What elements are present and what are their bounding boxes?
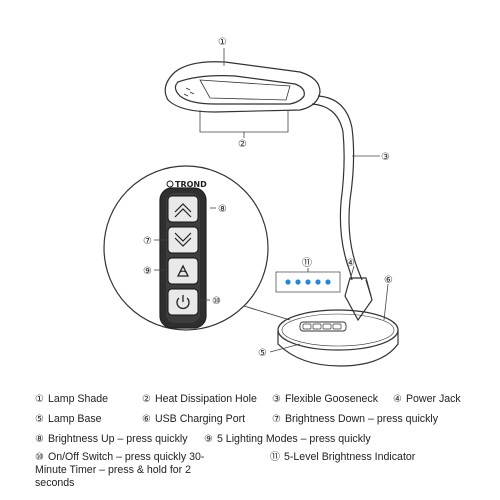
callout-6: ⑥ [384, 275, 393, 286]
legend-text: On/Off Switch – press quickly 30-Minute … [35, 451, 205, 489]
legend-marker: ⑨ [204, 434, 213, 445]
callout-1: ① [218, 37, 227, 48]
callout-9: ⑨ [143, 266, 152, 277]
legend-text: USB Charging Port [154, 413, 246, 425]
legend-text: Lamp Base [47, 413, 102, 425]
legend-marker: ⑪ [270, 452, 280, 463]
legend-text: 5-Level Brightness Indicator [284, 451, 416, 463]
callout-4: ④ [346, 258, 355, 269]
callout-2: ② [238, 139, 247, 150]
legend-marker: ② [142, 394, 151, 405]
power-icon [176, 295, 190, 310]
legend-marker: ⑤ [35, 414, 44, 425]
callout-11: ⑪ [302, 257, 312, 269]
brightness-indicator [275, 271, 341, 293]
lamp-base [277, 309, 399, 367]
brightness-up-button[interactable] [167, 195, 199, 223]
legend-text: Flexible Gooseneck [284, 393, 379, 405]
callout-8: ⑧ [218, 204, 227, 215]
legend-item: ⑪ 5-Level Brightness Indicator [270, 451, 415, 464]
legend-marker: ④ [393, 394, 402, 405]
lamp-shade [164, 61, 321, 113]
legend-text: Power Jack [405, 393, 461, 405]
flexible-gooseneck [311, 95, 363, 281]
legend-marker: ③ [272, 394, 281, 405]
control-zoom-circle [103, 165, 291, 331]
legend-marker: ⑩ [35, 452, 44, 463]
legend-text: Heat Dissipation Hole [154, 393, 257, 405]
brightness-down-button[interactable] [167, 226, 199, 254]
legend-text: 5 Lighting Modes – press quickly [216, 433, 371, 445]
legend-marker: ⑦ [272, 414, 281, 425]
legend-text: Lamp Shade [47, 393, 109, 405]
recycle-icon [176, 264, 190, 277]
legend-marker: ⑧ [35, 434, 44, 445]
neck-joint [344, 277, 373, 322]
lighting-modes-button[interactable] [167, 257, 199, 285]
callout-5: ⑤ [258, 348, 267, 359]
leader-lines [154, 48, 389, 353]
brand-logo: TROND [166, 180, 207, 189]
callout-7: ⑦ [143, 236, 152, 247]
callout-3: ③ [381, 152, 390, 163]
legend-text: Brightness Up – press quickly [47, 433, 188, 445]
brand-text: TROND [175, 180, 207, 189]
legend-marker: ⑥ [142, 414, 151, 425]
legend-text: Brightness Down – press quickly [284, 413, 439, 425]
callout-10: ⑩ [212, 296, 221, 307]
legend-marker: ① [35, 394, 44, 405]
on-off-button[interactable] [167, 288, 199, 316]
lamp-diagram: TROND ① ② ③ ④ ⑤ ⑥ ⑦ ⑧ ⑨ ⑩ ⑪ [103, 37, 399, 367]
